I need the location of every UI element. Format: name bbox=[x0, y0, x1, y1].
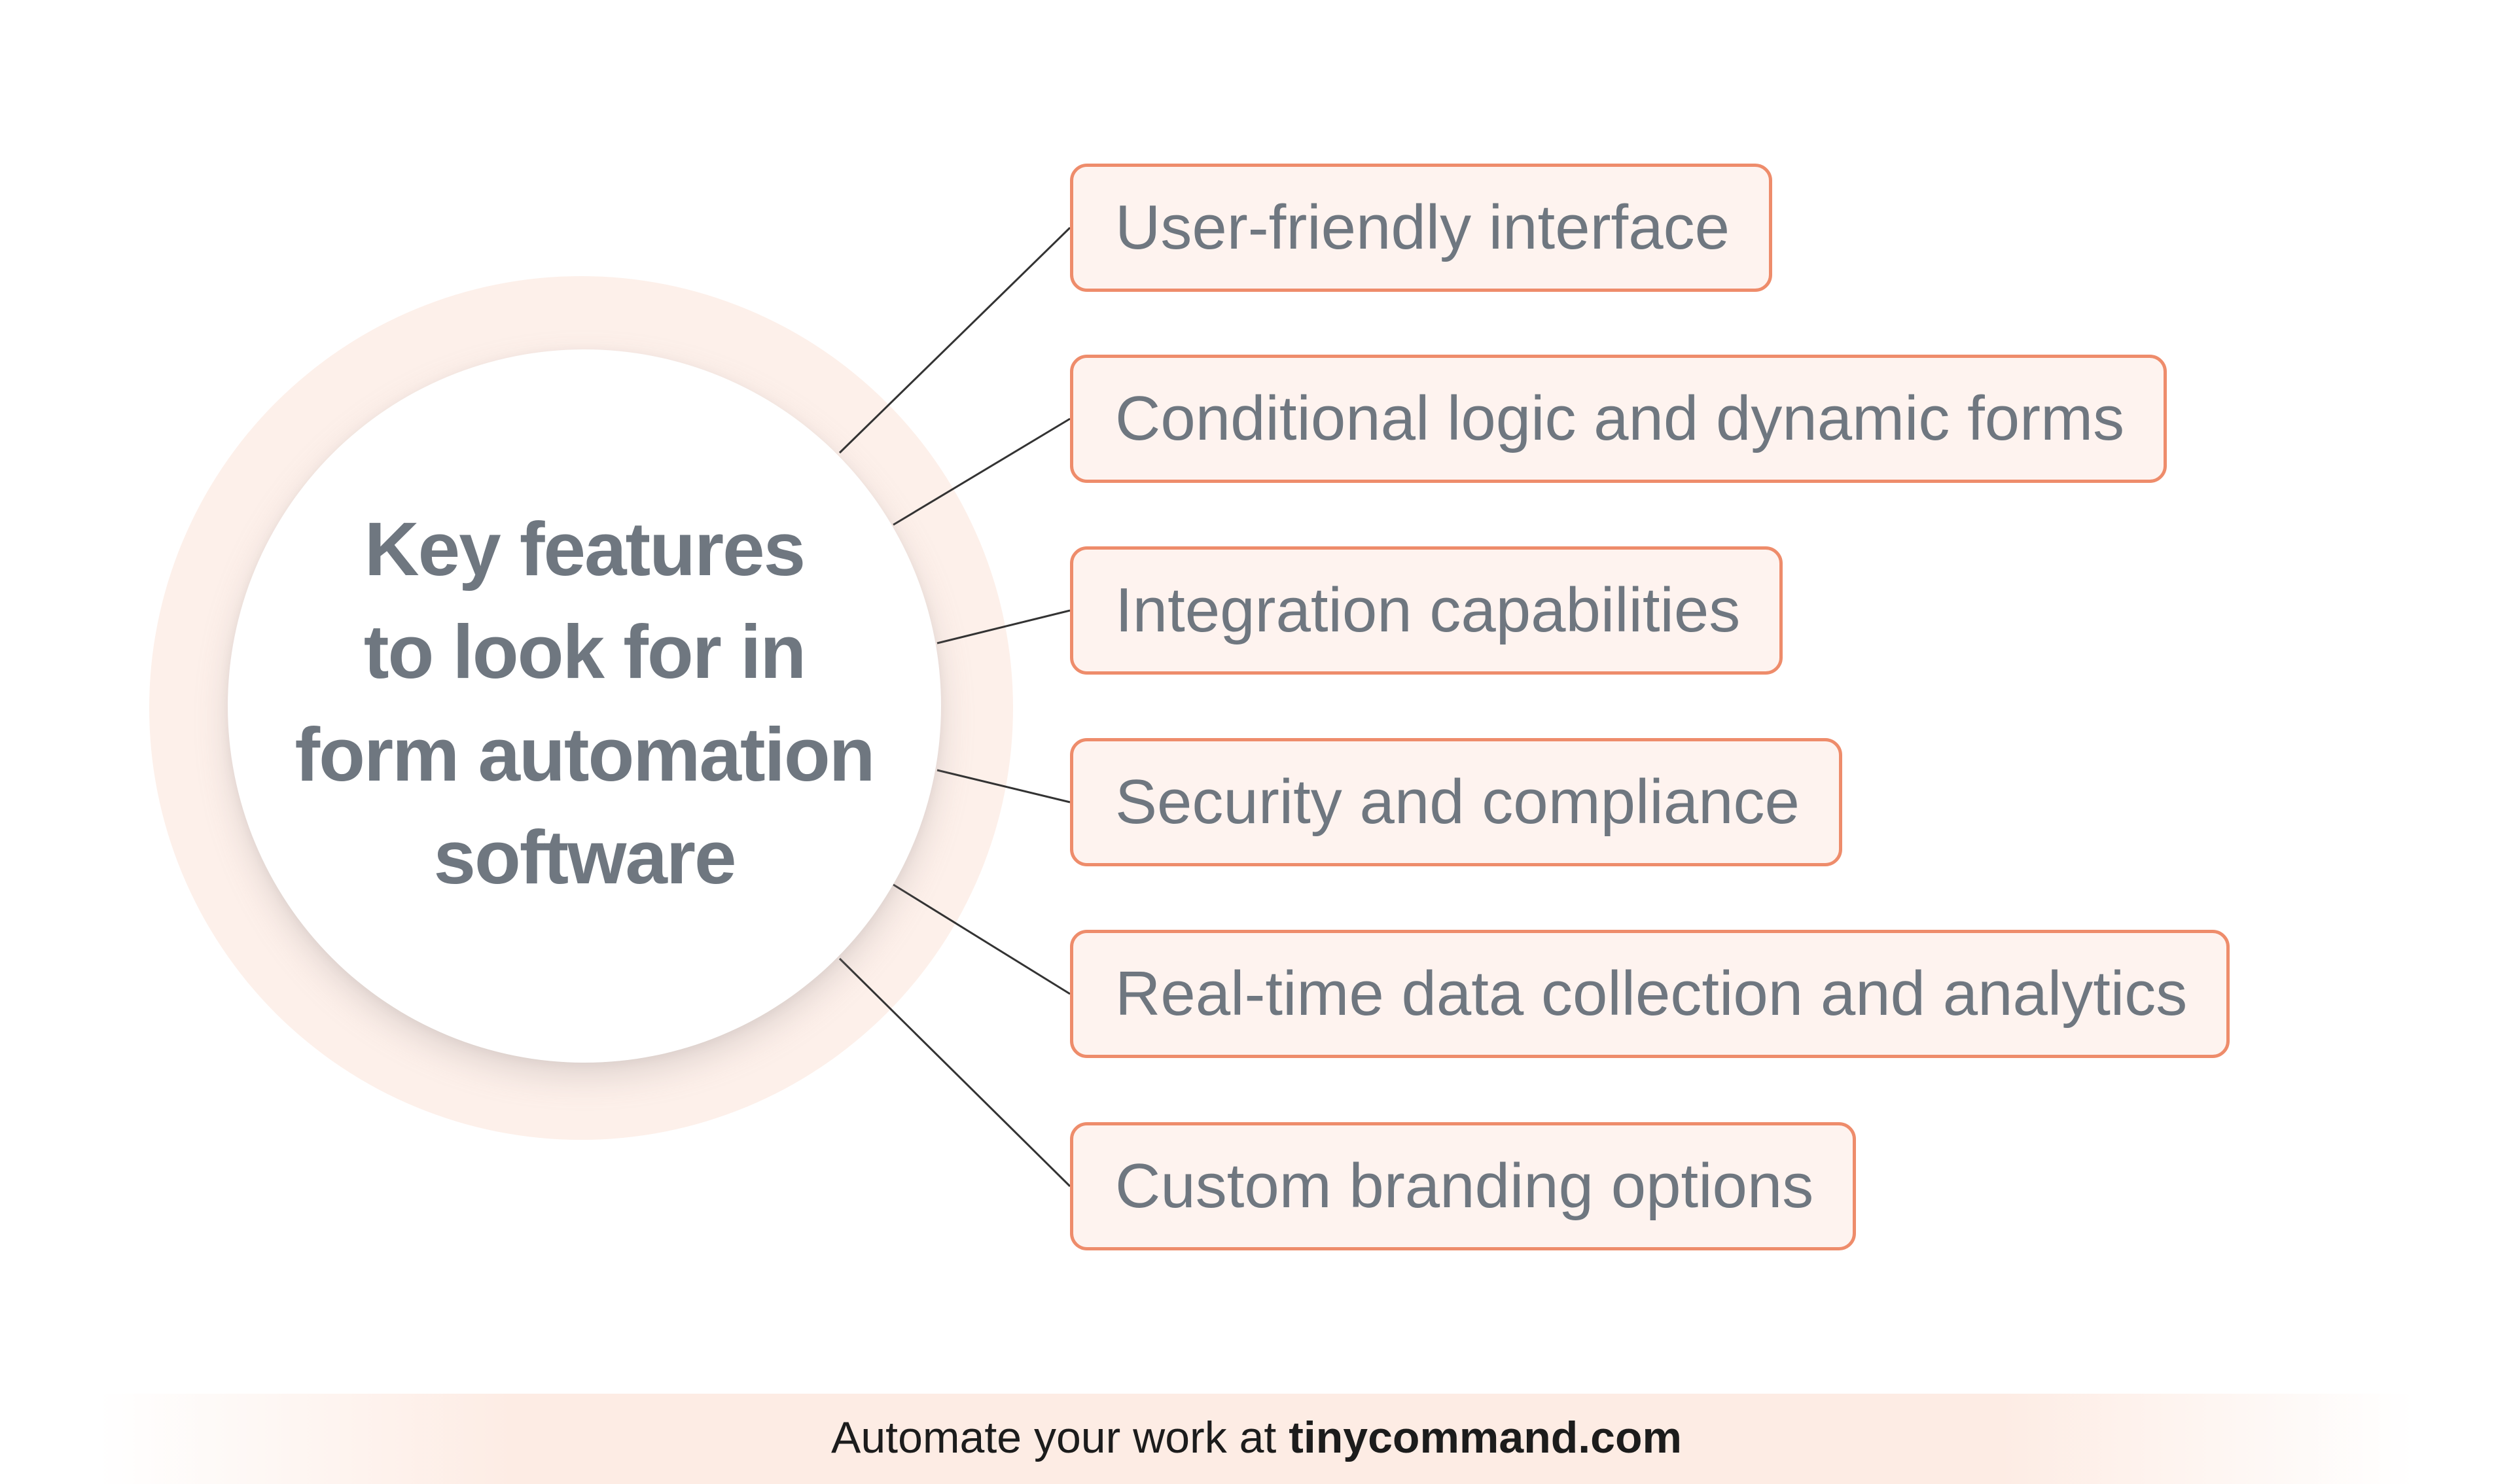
footer-prefix: Automate your work at bbox=[831, 1413, 1289, 1462]
feature-security-compliance: Security and compliance bbox=[1070, 738, 1842, 866]
connector-line-6 bbox=[838, 957, 1071, 1188]
connector-line-5 bbox=[893, 883, 1071, 995]
center-title-line: Key features bbox=[364, 506, 806, 592]
feature-custom-branding: Custom branding options bbox=[1070, 1122, 1857, 1250]
center-title-line: software bbox=[433, 815, 736, 900]
connector-line-1 bbox=[838, 226, 1071, 454]
feature-conditional-logic: Conditional logic and dynamic forms bbox=[1070, 355, 2167, 483]
center-title: Key features to look for in form automat… bbox=[257, 498, 912, 909]
feature-user-friendly-interface: User-friendly interface bbox=[1070, 164, 1772, 292]
footer-text: Automate your work at tinycommand.com bbox=[0, 1412, 2513, 1463]
footer-band bbox=[98, 1394, 2415, 1484]
connector-line-4 bbox=[936, 769, 1071, 804]
center-title-line: form automation bbox=[294, 712, 875, 797]
footer-link[interactable]: tinycommand.com bbox=[1289, 1413, 1682, 1462]
center-circle: Key features to look for in form automat… bbox=[228, 349, 941, 1063]
center-title-line: to look for in bbox=[363, 609, 806, 694]
connector-line-3 bbox=[936, 609, 1071, 645]
feature-integration-capabilities: Integration capabilities bbox=[1070, 546, 1783, 675]
connector-line-2 bbox=[893, 417, 1071, 526]
feature-real-time-data: Real-time data collection and analytics bbox=[1070, 930, 2230, 1058]
